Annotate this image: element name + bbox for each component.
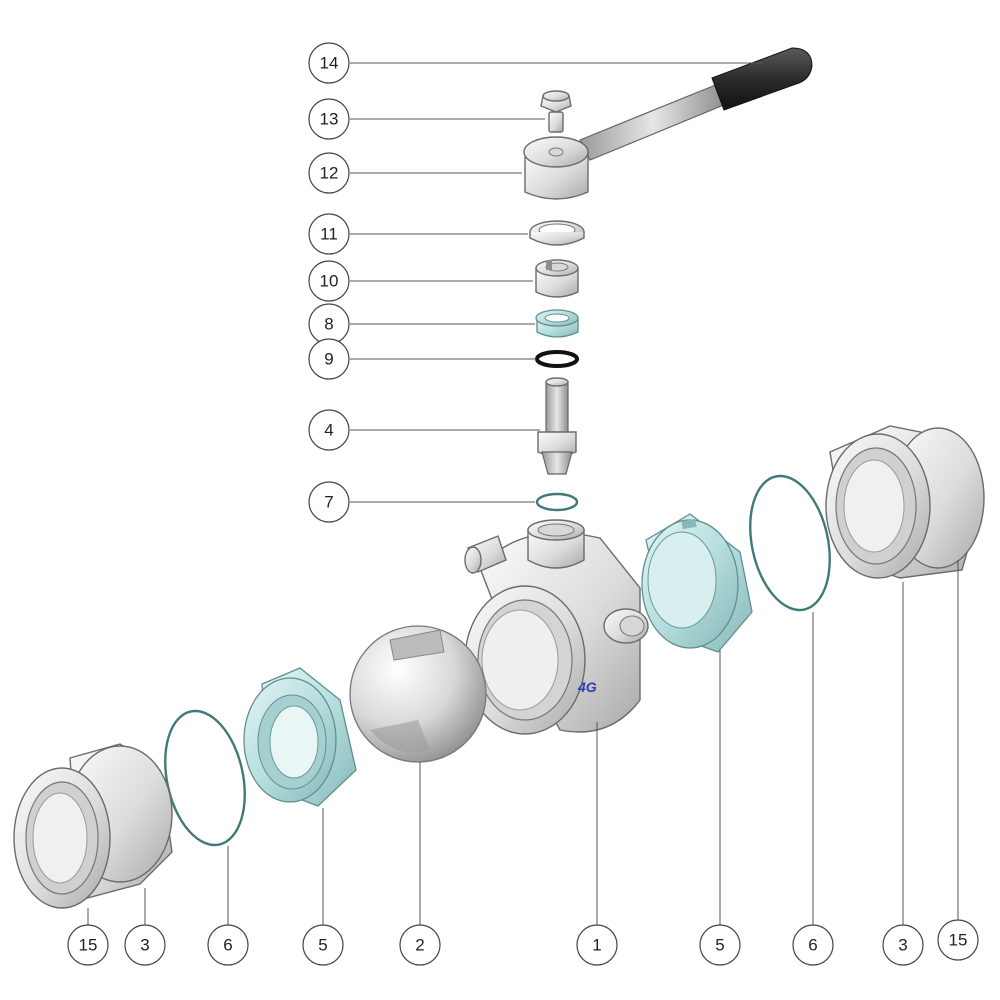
part-8-stem-bushing xyxy=(535,309,579,338)
callout-6-right: 6 xyxy=(792,924,834,966)
callout-9: 9 xyxy=(308,338,350,380)
part-2-ball xyxy=(349,625,487,763)
svg-text:6: 6 xyxy=(223,936,232,955)
svg-text:5: 5 xyxy=(318,936,327,955)
callout-7: 7 xyxy=(308,481,350,523)
svg-text:13: 13 xyxy=(320,110,339,129)
part-14-handle xyxy=(579,47,813,161)
svg-text:4: 4 xyxy=(324,421,333,440)
svg-text:6: 6 xyxy=(808,936,817,955)
part-10-gland-nut xyxy=(535,259,579,298)
svg-text:3: 3 xyxy=(140,936,149,955)
svg-text:9: 9 xyxy=(324,350,333,369)
callout-15-left: 15 xyxy=(67,924,109,966)
part-4-stem xyxy=(537,377,577,475)
part-11-washer xyxy=(529,220,585,246)
part-3-15-end-connector-right xyxy=(825,425,985,579)
part-13-bolt xyxy=(540,90,572,133)
svg-text:14: 14 xyxy=(320,54,339,73)
part-1-valve-body: 4G xyxy=(464,519,649,735)
svg-text:3: 3 xyxy=(898,936,907,955)
svg-text:5: 5 xyxy=(715,936,724,955)
svg-text:10: 10 xyxy=(320,272,339,291)
callout-8: 8 xyxy=(308,303,350,345)
callout-14: 14 xyxy=(308,42,350,84)
callout-13: 13 xyxy=(308,98,350,140)
svg-text:12: 12 xyxy=(320,164,339,183)
callout-10: 10 xyxy=(308,260,350,302)
callout-15-right: 15 xyxy=(937,919,979,961)
callout-11: 11 xyxy=(308,213,350,255)
callout-2: 2 xyxy=(399,924,441,966)
callout-5-left: 5 xyxy=(302,924,344,966)
part-12-handle-hub xyxy=(523,136,589,200)
svg-text:7: 7 xyxy=(324,493,333,512)
part-3-15-end-connector-left xyxy=(13,743,173,909)
callout-1: 1 xyxy=(576,924,618,966)
callout-3-left: 3 xyxy=(124,924,166,966)
callout-3-right: 3 xyxy=(882,924,924,966)
leader-lines xyxy=(87,62,959,926)
part-7-stem-seal xyxy=(535,492,579,512)
svg-text:15: 15 xyxy=(949,931,968,950)
svg-text:2: 2 xyxy=(415,936,424,955)
manufacturer-logo: 4G xyxy=(577,679,597,695)
part-6-o-ring-right xyxy=(749,474,831,612)
handle-grip xyxy=(711,47,813,111)
callout-4: 4 xyxy=(308,409,350,451)
part-9-o-ring xyxy=(535,350,579,368)
part-5-seat-left xyxy=(243,667,357,807)
part-5-seat-right xyxy=(641,513,753,653)
svg-text:8: 8 xyxy=(324,315,333,334)
svg-text:15: 15 xyxy=(79,936,98,955)
callout-5-right: 5 xyxy=(699,924,741,966)
svg-text:11: 11 xyxy=(320,225,338,244)
callout-6-left: 6 xyxy=(207,924,249,966)
callout-12: 12 xyxy=(308,152,350,194)
svg-text:1: 1 xyxy=(592,936,601,955)
